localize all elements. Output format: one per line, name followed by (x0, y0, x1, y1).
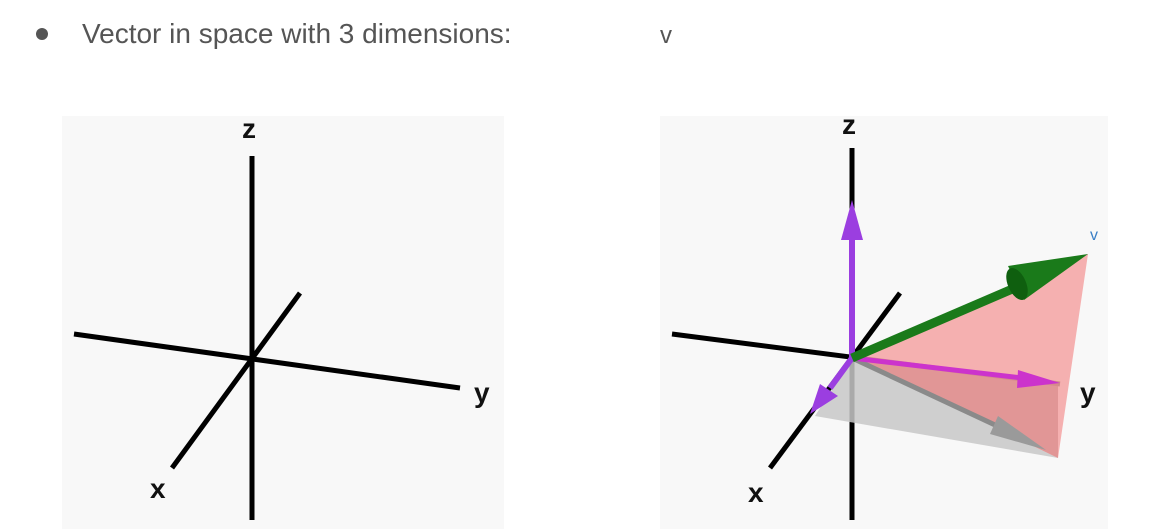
y-axis (73, 331, 461, 391)
x-component-arrow (827, 356, 855, 390)
vector-v-arrow (850, 279, 1026, 363)
z-axis-label: z (842, 109, 856, 140)
bullet-line: Vector in space with 3 dimensions: (36, 18, 512, 50)
vector-v-cone-base (1006, 268, 1028, 300)
axes-svg-right: z y x v (671, 109, 1098, 520)
x-component-arrowhead (810, 384, 838, 414)
xy-projection-arrowhead (990, 416, 1046, 450)
y-axis-label: y (474, 377, 490, 408)
vector-v-label: v (1090, 227, 1098, 244)
axes-svg-left: z y x (73, 113, 490, 520)
bullet-text: Vector in space with 3 dimensions: (82, 18, 512, 49)
x-axis-label: x (150, 473, 166, 504)
vector-v-arrowhead (1008, 254, 1088, 300)
z-component-arrowhead (841, 200, 863, 240)
y-component-arrow (851, 355, 1023, 381)
axes-diagram-empty: z y x (62, 113, 504, 529)
x-axis-label: x (748, 477, 764, 508)
axes-diagram-vector: z y x v (660, 109, 1108, 529)
bullet-vector-symbol: v (660, 22, 672, 49)
bullet-dot (36, 28, 48, 40)
xy-projection-arrow (850, 355, 1012, 435)
z-axis-label: z (242, 113, 256, 144)
y-component-arrowhead (1017, 370, 1060, 388)
y-axis-label: y (1080, 377, 1096, 408)
x-axis (169, 291, 303, 470)
